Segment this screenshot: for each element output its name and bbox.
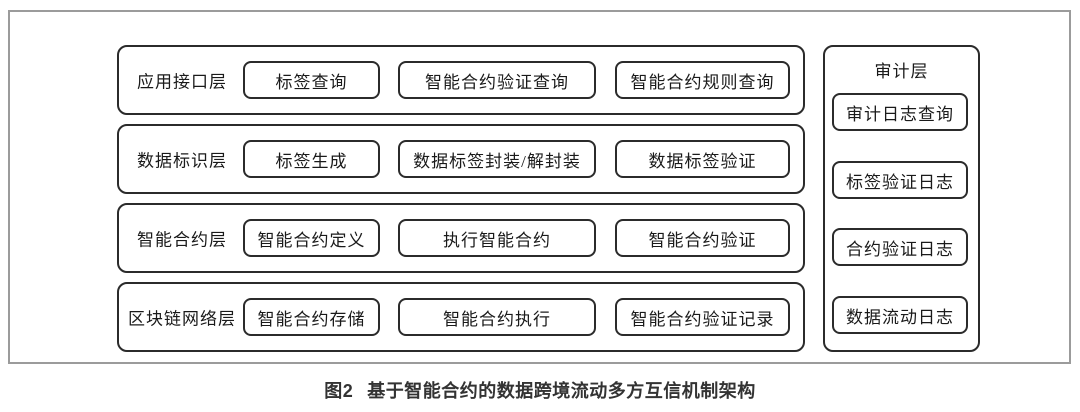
figure-caption: 图2 基于智能合约的数据跨境流动多方互信机制架构 [0,377,1080,403]
layer-4-label: 区块链网络层 [128,309,236,329]
node-contract-verify-log: 合约验证日志 [832,228,968,266]
layer-2-label: 数据标识层 [137,151,227,171]
audit-layer-panel: 审计层 审计日志查询 标签验证日志 合约验证日志 数据流动日志 [823,45,980,352]
audit-layer-title: 审计层 [874,62,929,81]
layers-column: 应用接口层 标签查询 智能合约验证查询 智能合约规则查询 数据标识层 标签生成 … [117,45,805,352]
node-tag-query: 标签查询 [243,61,380,99]
layer-3-smart-contract: 智能合约层 智能合约定义 执行智能合约 智能合约验证 [117,203,805,273]
figure-outer-frame: 应用接口层 标签查询 智能合约验证查询 智能合约规则查询 数据标识层 标签生成 … [8,10,1071,364]
node-tag-generation: 标签生成 [243,140,380,178]
node-audit-log-query: 审计日志查询 [832,93,968,131]
layer-2-data-identification: 数据标识层 标签生成 数据标签封装/解封装 数据标签验证 [117,124,805,194]
layer-4-blockchain-network: 区块链网络层 智能合约存储 智能合约执行 智能合约验证记录 [117,282,805,352]
figure-caption-number: 图2 [324,381,354,401]
layer-1-application-interface: 应用接口层 标签查询 智能合约验证查询 智能合约规则查询 [117,45,805,115]
node-contract-verify-record: 智能合约验证记录 [615,298,790,336]
node-tag-verification: 数据标签验证 [615,140,790,178]
node-contract-verify-query: 智能合约验证查询 [398,61,596,99]
layer-3-label: 智能合约层 [137,230,227,250]
node-contract-execution: 智能合约执行 [398,298,596,336]
node-contract-run: 执行智能合约 [398,219,596,257]
node-contract-storage: 智能合约存储 [243,298,380,336]
node-data-flow-log: 数据流动日志 [832,296,968,334]
node-tag-encapsulation: 数据标签封装/解封装 [398,140,596,178]
figure-caption-title: 基于智能合约的数据跨境流动多方互信机制架构 [367,381,756,401]
node-contract-definition: 智能合约定义 [243,219,380,257]
node-contract-rule-query: 智能合约规则查询 [615,61,790,99]
node-contract-verification: 智能合约验证 [615,219,790,257]
node-tag-verify-log: 标签验证日志 [832,161,968,199]
layer-1-label: 应用接口层 [137,72,227,92]
